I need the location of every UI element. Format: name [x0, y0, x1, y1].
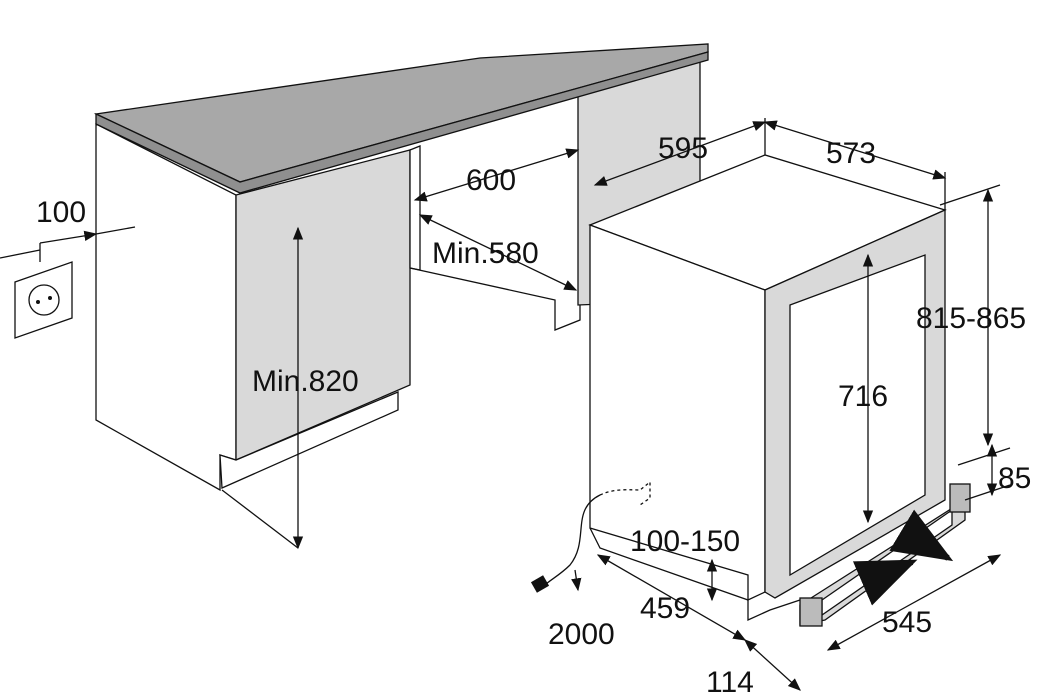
left-cabinet-front-panel [235, 149, 411, 461]
door-window [789, 254, 926, 577]
label-wall-offset: 100 [36, 196, 86, 229]
label-plinth-width: 545 [882, 606, 932, 639]
label-cable-length: 2000 [548, 618, 615, 651]
label-appliance-width: 595 [658, 132, 708, 165]
label-plinth-depth: 114 [706, 666, 754, 696]
label-door-window-height: 716 [838, 380, 888, 413]
label-min-opening-width: Min.580 [432, 237, 539, 270]
power-cable [544, 494, 601, 586]
countertop-front-edge [95, 51, 709, 194]
label-appliance-height: 815-865 [916, 302, 1026, 335]
label-min-opening-height: Min.820 [252, 365, 359, 398]
label-appliance-depth: 573 [826, 137, 876, 170]
label-plinth-adjust: 100-150 [630, 525, 740, 558]
wine-cooler-appliance [530, 154, 971, 627]
wall-socket [14, 261, 73, 339]
plinth [219, 391, 399, 489]
dimension-lines [0, 118, 1011, 691]
label-side-depth: 459 [640, 592, 690, 625]
plug-icon [530, 575, 550, 593]
socket-icon [28, 284, 60, 316]
label-plinth-height: 85 [998, 462, 1031, 495]
inner-side-panel [409, 145, 421, 271]
label-opening-width: 600 [466, 164, 516, 197]
